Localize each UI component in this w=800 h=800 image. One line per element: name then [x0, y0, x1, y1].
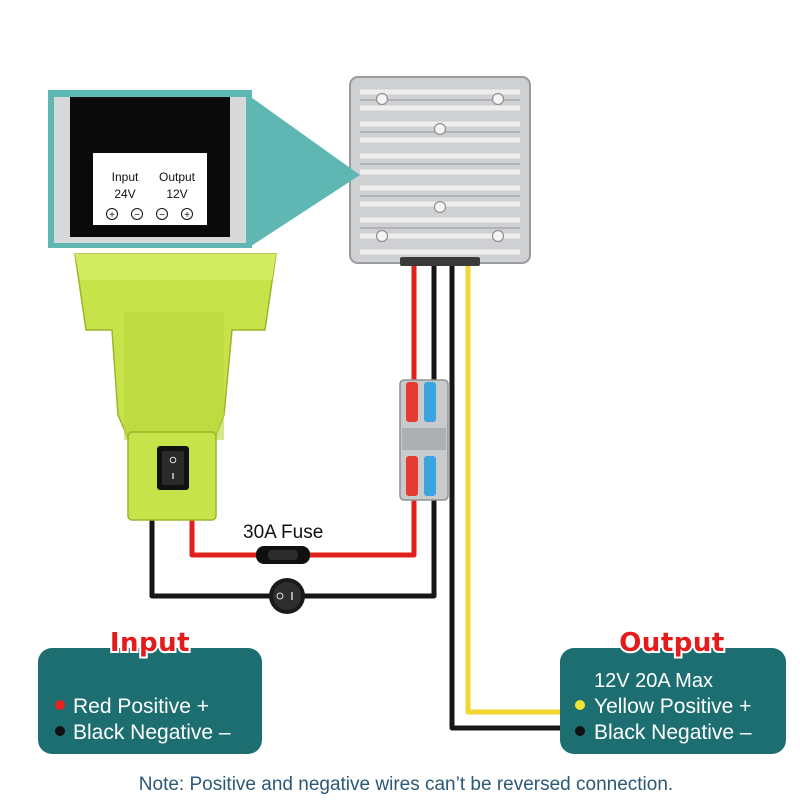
- output-spec: 12V 20A Max: [594, 670, 713, 692]
- adapter-switch-icon: [157, 446, 189, 490]
- terminal-plus-2: +: [184, 210, 190, 221]
- callout-output-label: Output: [159, 170, 196, 184]
- red-dot-icon: [55, 700, 65, 710]
- label-callout: Input 24V Output 12V + − − +: [48, 90, 360, 248]
- output-title: Output: [619, 628, 725, 658]
- inline-fuse: [256, 546, 310, 564]
- output-info-box: Output 12V 20A Max Yellow Positive + Bla…: [560, 626, 786, 754]
- lever-connector: [399, 379, 449, 501]
- black-dot-icon-2: [575, 726, 585, 736]
- callout-output-voltage: 12V: [166, 187, 187, 201]
- fuse-label: 30A Fuse: [243, 522, 323, 543]
- input-info-box: Input Red Positive + Black Negative –: [38, 626, 262, 754]
- yellow-dot-icon: [575, 700, 585, 710]
- input-item-red: Red Positive +: [73, 695, 209, 718]
- terminal-minus-2: −: [159, 210, 165, 221]
- yellow-wire: [465, 262, 586, 715]
- battery-adapter: [74, 253, 277, 521]
- callout-input-voltage: 24V: [114, 187, 135, 201]
- inline-switch-icon: [269, 578, 305, 614]
- callout-input-label: Input: [112, 170, 139, 184]
- terminal-plus-1: +: [109, 210, 115, 221]
- input-item-black: Black Negative –: [73, 721, 231, 744]
- terminal-minus-1: −: [134, 210, 140, 221]
- dc-converter: [349, 76, 531, 266]
- input-title: Input: [110, 628, 190, 658]
- terminal-markers: + − − +: [106, 208, 193, 221]
- output-item-black: Black Negative –: [594, 721, 752, 744]
- black-output-wire: [449, 262, 586, 731]
- black-dot-icon: [55, 726, 65, 736]
- output-item-yellow: Yellow Positive +: [594, 695, 751, 718]
- footer-note: Note: Positive and negative wires can’t …: [139, 774, 673, 795]
